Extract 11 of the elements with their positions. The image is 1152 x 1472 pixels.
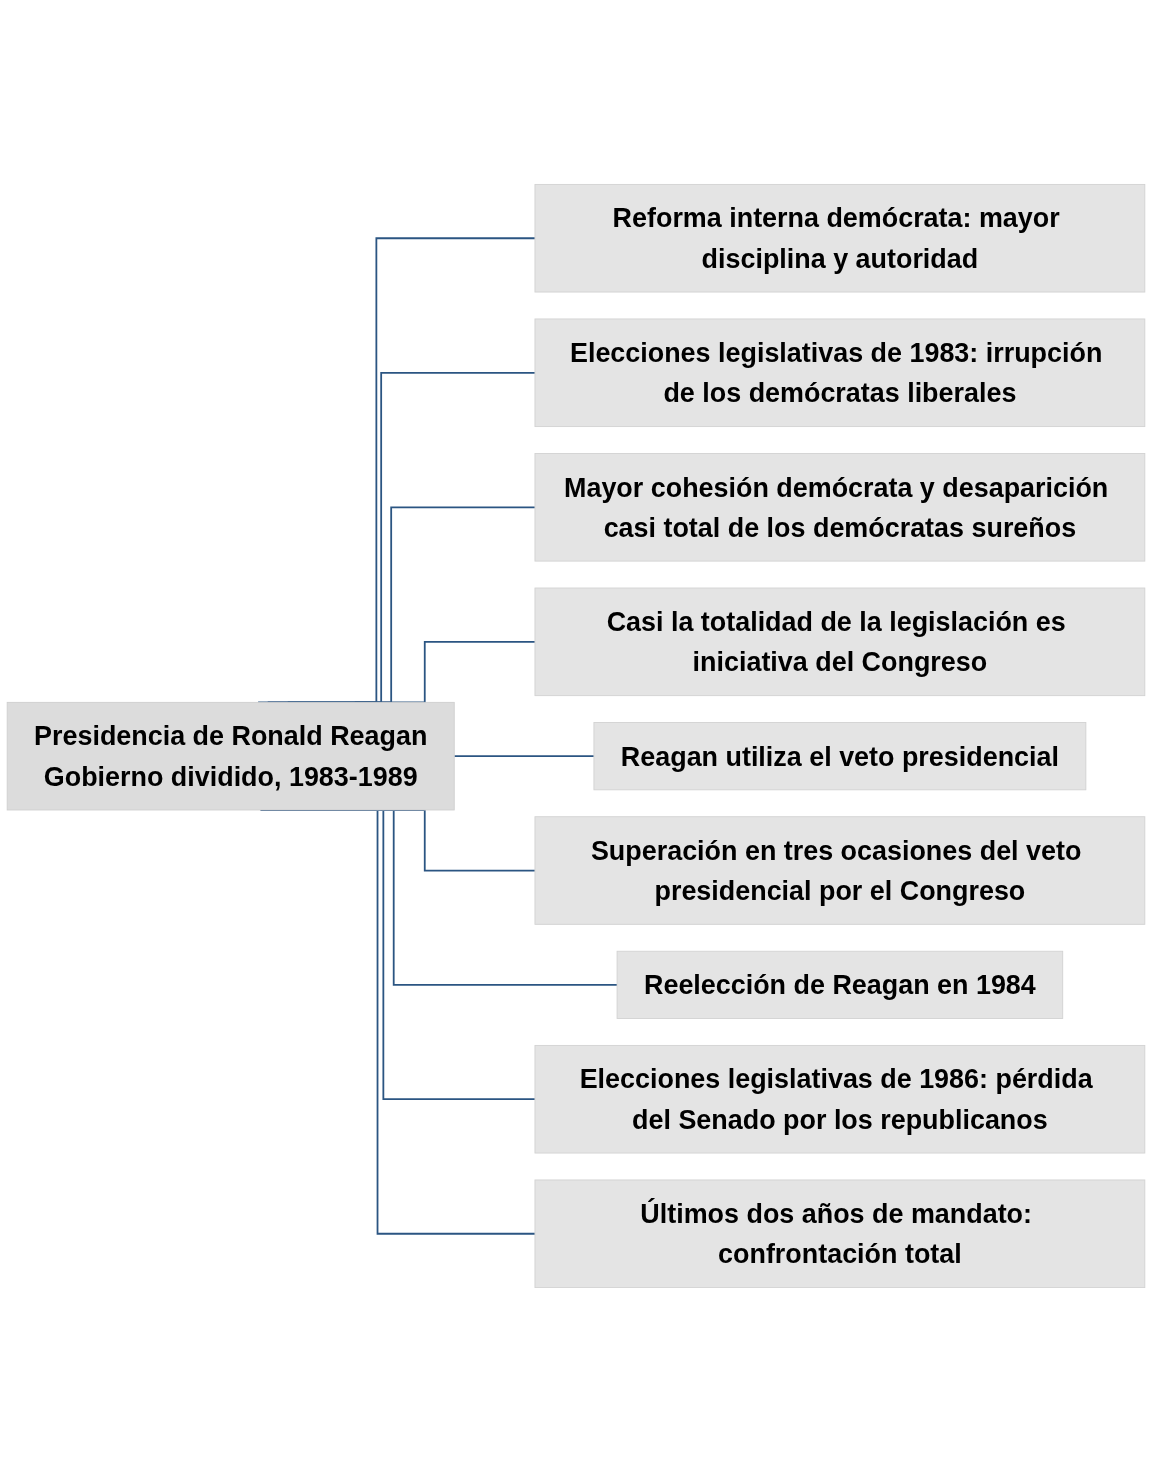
- node-box: Elecciones legislativas de 1986: pérdida del Senado por los republicanos: [534, 1044, 1146, 1154]
- node-box: Casi la totalidad de la legislación es iniciativa del Congreso: [534, 587, 1146, 697]
- node-box: Superación en tres ocasiones del veto presidencial por el Congreso: [534, 816, 1146, 925]
- node-box: Mayor cohesión demócrata y desaparición casi total de los demócratas sureños: [534, 453, 1146, 562]
- node-box: Últimos dos años de mandato: confrontación total: [534, 1179, 1146, 1288]
- connector: [453, 755, 595, 758]
- node-box: Elecciones legislativas de 1983: irrupción de los demócratas liberales: [534, 318, 1146, 428]
- node-box: Reforma interna demócrata: mayor disciplina y autoridad: [534, 184, 1146, 293]
- node-box: Presidencia de Ronald Reagan Gobierno dividido, 1983-1989: [6, 701, 455, 811]
- node-box: Reagan utiliza el veto presidencial: [593, 722, 1087, 791]
- node-box: Reelección de Reagan en 1984: [616, 950, 1064, 1019]
